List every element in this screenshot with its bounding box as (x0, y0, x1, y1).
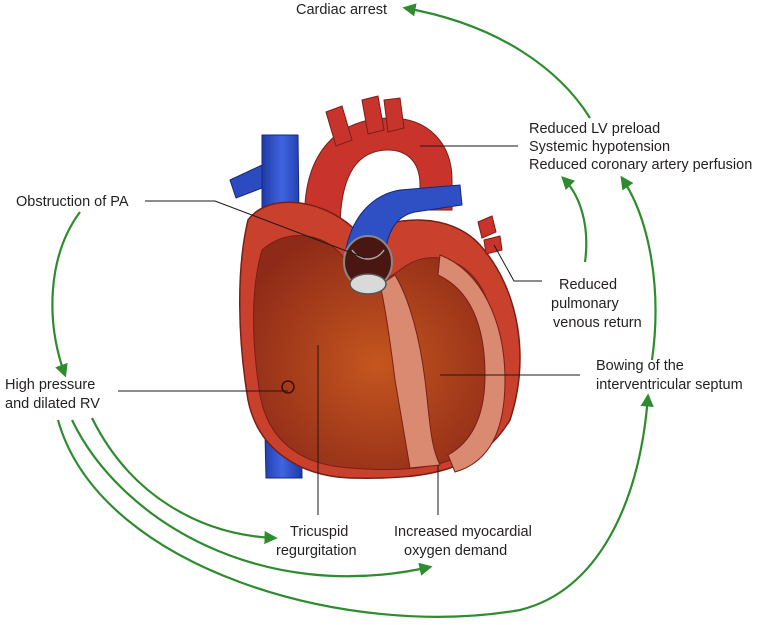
interventricular-septum (379, 274, 441, 469)
aortic-branch-3 (383, 97, 405, 133)
arrow-to-cardiac-arrest (402, 3, 591, 119)
label-cardiac-arrest: Cardiac arrest (296, 2, 387, 18)
label-reduced-return-1: Reduced (559, 277, 617, 293)
label-reduced-return-2: pulmonary (551, 296, 619, 312)
aortic-branch-1 (325, 105, 353, 147)
label-bowing-1: Bowing of the (596, 358, 684, 374)
label-oxygen-1: Increased myocardial (394, 524, 532, 540)
leader-reduced-return (493, 244, 542, 282)
label-coronary-perfusion: Reduced coronary artery perfusion (529, 157, 752, 173)
label-high-pressure-1: High pressure (5, 377, 95, 393)
left-ventricle-wall (437, 254, 506, 473)
arrow-rv-to-bowing (56, 393, 654, 618)
label-tricuspid-1: Tricuspid (290, 524, 348, 540)
label-lv-preload: Reduced LV preload (529, 121, 660, 137)
rv-marker (281, 380, 295, 394)
vena-cava-branch (229, 164, 263, 199)
heart-illustration (229, 95, 521, 479)
label-tricuspid-2: regurgitation (276, 543, 357, 559)
leader-lines (118, 145, 580, 515)
arrow-rv-to-tricuspid (91, 417, 278, 545)
leader-obstruction (145, 200, 366, 259)
label-bowing-2: interventricular septum (596, 377, 743, 393)
arrow-to-systemic-effects-2 (620, 175, 657, 361)
label-high-pressure-2: and dilated RV (5, 396, 100, 412)
pulmonary-vein-2 (483, 235, 503, 255)
aortic-branch-2 (361, 95, 385, 135)
pulmonary-valve (343, 235, 393, 295)
label-obstruction-pa: Obstruction of PA (16, 194, 129, 210)
arrow-to-systemic-effects-1 (561, 176, 588, 263)
causal-arrows (51, 3, 657, 618)
label-systemic-hypotension: Systemic hypotension (529, 139, 670, 155)
label-oxygen-2: oxygen demand (404, 543, 507, 559)
arrow-rv-to-oxygen (71, 419, 433, 578)
label-reduced-return-3: venous return (553, 315, 642, 331)
labels: Cardiac arrest Reduced LV preload System… (5, 2, 752, 559)
arrow-obstruction-to-rv (51, 211, 81, 378)
pulmonary-vein-1 (477, 215, 497, 239)
